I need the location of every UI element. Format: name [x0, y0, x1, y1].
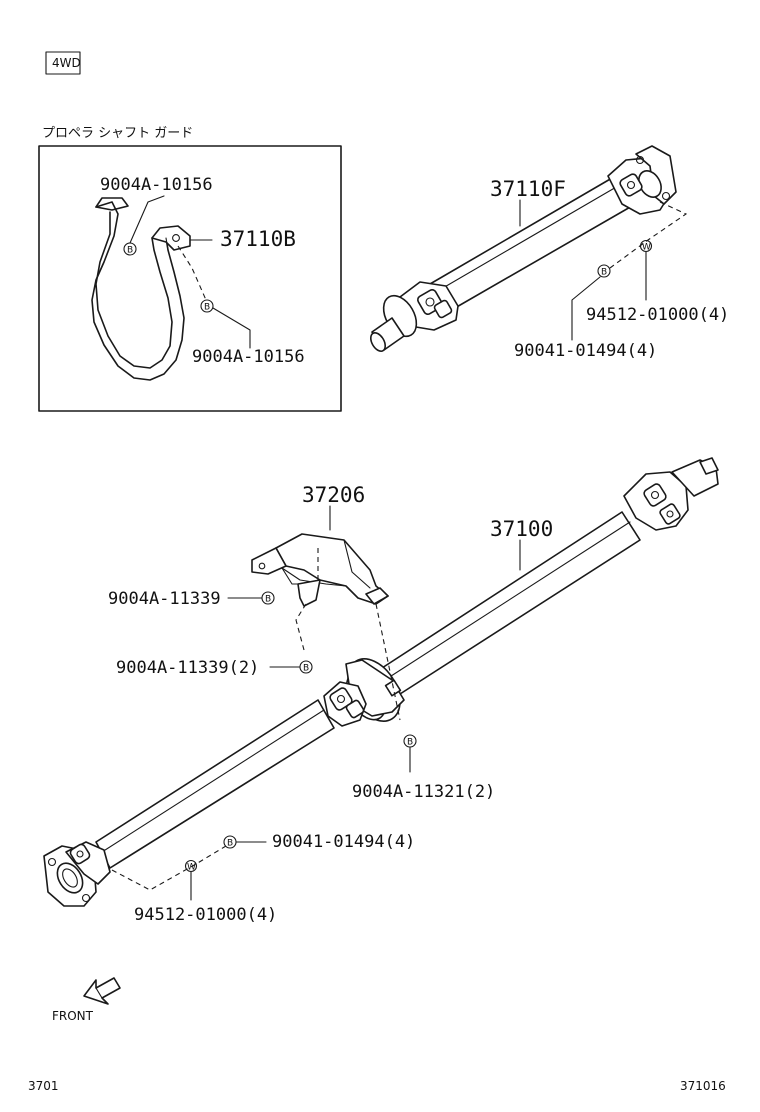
bearing-bolt-label: 9004A-11321(2)	[352, 782, 495, 802]
4wd-badge-text: 4WD	[52, 56, 81, 70]
bearing-bolt-symbol: B	[403, 734, 417, 773]
guard-bolt-bottom-symbol: B	[200, 299, 251, 349]
main-shaft-label: 37100	[490, 517, 553, 541]
front-washer-symbol: W	[639, 239, 653, 301]
bracket-bolt-a-symbol: B	[227, 591, 275, 605]
guard-bolt-top-symbol: B	[123, 195, 165, 256]
svg-text:B: B	[227, 839, 233, 849]
svg-text:B: B	[407, 738, 413, 748]
front-bolt-symbol: B	[571, 264, 611, 341]
bracket-bolt-b-label: 9004A-11339(2)	[116, 658, 259, 678]
front-direction-arrow-icon	[83, 977, 121, 1005]
center-bearing-bracket-drawing	[251, 533, 389, 607]
guard-frame	[38, 145, 342, 412]
propeller-shaft-guard-drawing	[91, 197, 191, 381]
main-propeller-shaft-drawing	[43, 457, 719, 907]
guard-part-label: 37110B	[220, 227, 296, 251]
svg-text:B: B	[303, 664, 309, 674]
front-shaft-label: 37110F	[490, 177, 566, 201]
footer-left-code: 3701	[28, 1079, 59, 1093]
bracket-bolt-b-symbol: B	[269, 660, 313, 674]
rear-washer-symbol: W	[184, 859, 198, 901]
rear-bolt-label: 90041-01494(4)	[272, 832, 415, 852]
bracket-label: 37206	[302, 483, 365, 507]
rear-bolt-symbol: B	[223, 835, 267, 849]
svg-text:B: B	[127, 246, 133, 256]
front-bolt-label: 90041-01494(4)	[514, 341, 657, 361]
front-washer-label: 94512-01000(4)	[586, 305, 729, 325]
guard-section-title: プロペラ シャフト ガード	[42, 126, 193, 141]
bracket-bolt-a-label: 9004A-11339	[108, 589, 221, 609]
guard-bolt-top-label: 9004A-10156	[100, 175, 213, 195]
rear-washer-label: 94512-01000(4)	[134, 905, 277, 925]
svg-text:W: W	[187, 863, 196, 873]
front-arrow-label: FRONT	[52, 1009, 94, 1023]
guard-bolt-bottom-label: 9004A-10156	[192, 347, 305, 367]
svg-text:W: W	[642, 243, 651, 253]
svg-text:B: B	[601, 268, 607, 278]
svg-text:B: B	[204, 303, 210, 313]
footer-right-code: 371016	[680, 1079, 726, 1093]
svg-text:B: B	[265, 595, 271, 605]
4wd-badge: 4WD	[45, 51, 81, 75]
front-propeller-shaft-drawing	[369, 145, 677, 352]
